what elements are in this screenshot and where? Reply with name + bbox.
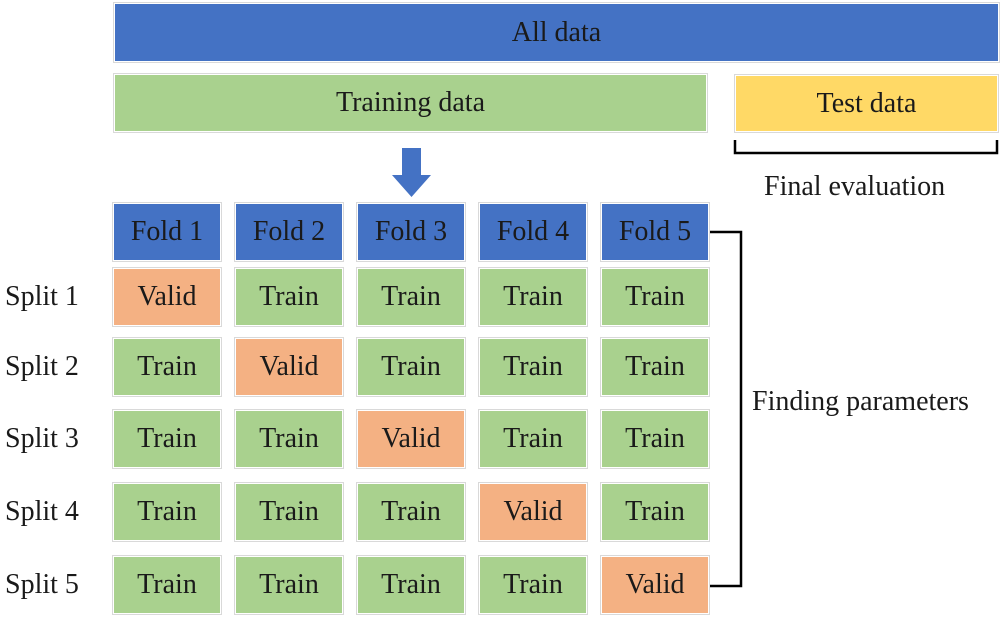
split-label-4: Split 4 bbox=[5, 496, 79, 527]
train-cell: Train bbox=[356, 337, 466, 397]
cell-label: Train bbox=[625, 281, 685, 312]
down-arrow-icon bbox=[392, 148, 431, 197]
fold-label: Fold 5 bbox=[618, 216, 692, 247]
cell-label: Train bbox=[259, 423, 319, 454]
train-cell: Train bbox=[356, 267, 466, 327]
train-cell: Train bbox=[234, 409, 344, 469]
cell-label: Train bbox=[137, 496, 197, 527]
train-cell: Train bbox=[600, 267, 710, 327]
valid-cell: Valid bbox=[234, 337, 344, 397]
cell-label: Train bbox=[503, 351, 563, 382]
train-cell: Train bbox=[112, 482, 222, 542]
training-data-label: Training data bbox=[335, 87, 486, 118]
cell-label: Train bbox=[503, 281, 563, 312]
cell-label: Train bbox=[259, 569, 319, 600]
cell-label: Valid bbox=[259, 351, 319, 382]
valid-cell: Valid bbox=[356, 409, 466, 469]
fold-header-1: Fold 1 bbox=[112, 202, 222, 262]
valid-cell: Valid bbox=[600, 555, 710, 615]
cell-label: Valid bbox=[503, 496, 563, 527]
test-data-box: Test data bbox=[734, 74, 999, 133]
train-cell: Train bbox=[112, 337, 222, 397]
all-data-box: All data bbox=[113, 2, 1000, 63]
cell-label: Train bbox=[381, 496, 441, 527]
fold-header-5: Fold 5 bbox=[600, 202, 710, 262]
cell-label: Valid bbox=[137, 281, 197, 312]
split-label-1: Split 1 bbox=[5, 281, 79, 312]
valid-cell: Valid bbox=[112, 267, 222, 327]
fold-label: Fold 4 bbox=[496, 216, 570, 247]
cell-label: Valid bbox=[625, 569, 685, 600]
train-cell: Train bbox=[600, 337, 710, 397]
fold-label: Fold 2 bbox=[252, 216, 326, 247]
test-bracket bbox=[733, 140, 999, 155]
train-cell: Train bbox=[234, 555, 344, 615]
train-cell: Train bbox=[356, 555, 466, 615]
train-cell: Train bbox=[478, 337, 588, 397]
split-label-5: Split 5 bbox=[5, 569, 79, 600]
final-evaluation-label: Final evaluation bbox=[764, 171, 946, 202]
cell-label: Train bbox=[137, 569, 197, 600]
cell-label: Train bbox=[503, 569, 563, 600]
training-data-box: Training data bbox=[113, 73, 708, 133]
train-cell: Train bbox=[112, 409, 222, 469]
cell-label: Train bbox=[137, 423, 197, 454]
train-cell: Train bbox=[234, 267, 344, 327]
cell-label: Train bbox=[625, 423, 685, 454]
cell-label: Train bbox=[625, 496, 685, 527]
train-cell: Train bbox=[478, 409, 588, 469]
split-label-3: Split 3 bbox=[5, 423, 79, 454]
train-cell: Train bbox=[234, 482, 344, 542]
train-cell: Train bbox=[112, 555, 222, 615]
test-data-label: Test data bbox=[816, 87, 917, 119]
fold-header-3: Fold 3 bbox=[356, 202, 466, 262]
parameters-bracket bbox=[707, 230, 743, 588]
cell-label: Train bbox=[259, 496, 319, 527]
all-data-label: All data bbox=[511, 16, 602, 48]
cell-label: Train bbox=[137, 351, 197, 382]
cell-label: Valid bbox=[381, 423, 441, 454]
train-cell: Train bbox=[478, 555, 588, 615]
split-label-2: Split 2 bbox=[5, 351, 79, 382]
fold-label: Fold 1 bbox=[130, 216, 204, 247]
finding-parameters-label: Finding parameters bbox=[752, 386, 969, 417]
valid-cell: Valid bbox=[478, 482, 588, 542]
cell-label: Train bbox=[381, 351, 441, 382]
cell-label: Train bbox=[625, 351, 685, 382]
cell-label: Train bbox=[381, 281, 441, 312]
fold-header-2: Fold 2 bbox=[234, 202, 344, 262]
train-cell: Train bbox=[600, 409, 710, 469]
train-cell: Train bbox=[356, 482, 466, 542]
cell-label: Train bbox=[259, 281, 319, 312]
fold-label: Fold 3 bbox=[374, 216, 448, 247]
fold-header-4: Fold 4 bbox=[478, 202, 588, 262]
train-cell: Train bbox=[600, 482, 710, 542]
train-cell: Train bbox=[478, 267, 588, 327]
cell-label: Train bbox=[381, 569, 441, 600]
cell-label: Train bbox=[503, 423, 563, 454]
